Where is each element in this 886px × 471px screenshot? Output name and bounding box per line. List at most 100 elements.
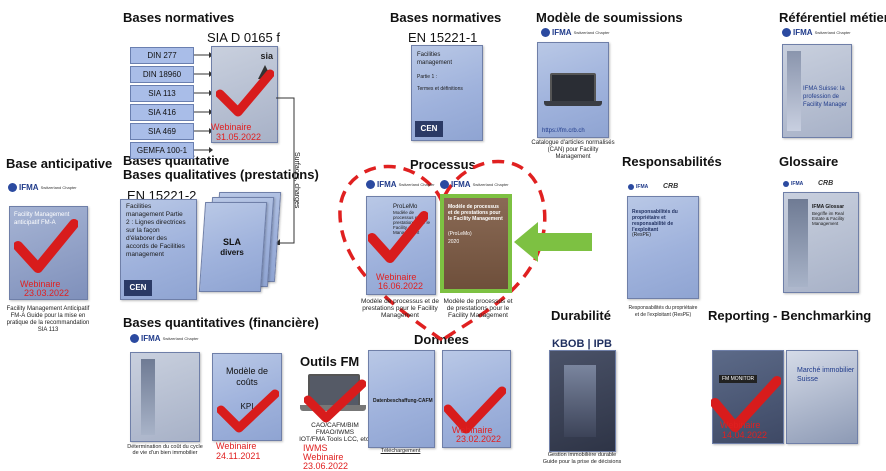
en15221-1-line3: Partie 1 :: [417, 74, 438, 80]
sla-page-front: [198, 202, 268, 292]
responsabilites-caption: Responsabilités du propriétaire et de l'…: [628, 305, 698, 318]
soumissions-caption: Catalogue d'articles normalisés (CAN) po…: [531, 140, 615, 160]
referentiel-document[interactable]: IFMA Suisse: la profession de Facility M…: [782, 44, 852, 138]
kpi-label: KPI: [240, 402, 254, 411]
ifma-logo-icon: [366, 180, 375, 189]
header-bases-quantitatives: Bases quantitatives (financière): [123, 315, 319, 330]
marche-immobilier-document[interactable]: Marché immobilier Suisse: [786, 350, 858, 444]
header-bases-normatives-mid: Bases normatives: [390, 10, 502, 25]
ifma-logo: IFMA: [628, 184, 648, 190]
ifma-logo-icon: [783, 181, 789, 187]
checkmark-icon: [711, 376, 781, 432]
quantitatives-webinaire-date: 24.11.2021: [216, 451, 261, 461]
en15221-1-line2: management: [417, 60, 453, 66]
prolemo-document-2[interactable]: Modèle de processus et de prestations po…: [444, 198, 508, 289]
en15221-1-line4: Termes et définitions: [417, 86, 463, 92]
referentiel-line3: Facility Manager: [803, 102, 848, 108]
reporting-webinaire-date: 14.04.2022: [722, 430, 768, 440]
checkmark-icon: [14, 219, 78, 273]
sia-webinaire: Webinaire: [211, 122, 252, 132]
marche-line1: Marché immobilier: [797, 367, 855, 374]
durabilite-caption-2: Guide pour la prise de décisions: [542, 459, 622, 465]
prolemo-doc2-year: 2020: [448, 239, 460, 245]
building-image: [787, 51, 801, 131]
header-processus: Processus: [410, 157, 476, 172]
donnees-webinaire-date: 23.02.2022: [456, 434, 502, 444]
checkmark-icon: [444, 386, 506, 434]
donnees-doc-title: Datenbeschaffung-CAFM: [373, 398, 433, 404]
header-responsabilites: Responsabilités: [622, 154, 722, 169]
anticipative-webinaire-date: 23.03.2022: [24, 288, 70, 298]
norms-connector-arrows: [194, 52, 213, 153]
fm-monitor-document[interactable]: FM MONITOR: [712, 350, 784, 444]
ifma-logo-icon: [628, 184, 634, 190]
sla-label: SLA: [223, 237, 241, 247]
cen-logo: CEN: [124, 280, 152, 296]
durabilite-caption-1: Gestion immobilière durable: [547, 452, 617, 458]
processus-webinaire-date: 16.06.2022: [378, 281, 424, 291]
ifma-logo-icon: [782, 28, 791, 37]
outils-caption-l2: FMAO/IWMS: [315, 429, 355, 436]
green-arrow-icon: [514, 222, 592, 262]
en15221-1-title: EN 15221-1: [408, 30, 478, 45]
crb-logo: CRB: [663, 183, 679, 190]
header-bases-qualitatives-prestations: Bases qualitatives (prestations): [123, 167, 319, 182]
soumissions-url[interactable]: https://fm.crb.ch: [542, 128, 585, 134]
header-durabilite: Durabilité: [551, 308, 611, 323]
anticipative-doc-title2: anticipatif FM-A: [14, 220, 56, 226]
glossaire-document[interactable]: IFMA Glossar Begriffe im Real Estate & F…: [783, 192, 859, 293]
referentiel-line1: IFMA Suisse: la: [803, 86, 845, 92]
en15221-1-document[interactable]: Facilities management Partie 1 : Termes …: [411, 45, 483, 141]
sia-webinaire-date: 31.05.2022: [216, 132, 262, 142]
checkmark-icon: [368, 211, 428, 263]
heart-outline: [338, 159, 547, 343]
soumissions-document[interactable]: https://fm.crb.ch: [537, 42, 609, 138]
cout-cycle-document[interactable]: [130, 352, 200, 442]
responsabilites-doc-title: Responsabilités du propriétaire et respo…: [632, 209, 678, 233]
glossaire-doc-title: IFMA Glossar: [812, 204, 845, 210]
en15221-2-document[interactable]: Facilities management Partie 2 : Lignes …: [120, 199, 197, 300]
marche-line2: Suisse: [797, 376, 819, 383]
laptop-base: [544, 101, 602, 106]
checkmark-icon: [217, 389, 279, 433]
laptop-icon: [550, 73, 596, 103]
outils-iwms: IWMS: [303, 443, 328, 453]
responsabilites-doc-sub: (ResPE): [632, 232, 651, 238]
durabilite-document[interactable]: [549, 350, 616, 452]
modele-couts-line2: coûts: [236, 377, 258, 387]
arrow-label-surfaces: Surfaces, charges: [293, 152, 300, 209]
prolemo-doc2-title: Modèle de processus et de prestations po…: [448, 204, 503, 222]
anticipative-caption: Facility Management Anticipatif FM-A Gui…: [6, 306, 90, 333]
header-base-anticipative: Base anticipative: [6, 156, 113, 171]
sla-sub-label: divers: [220, 248, 244, 257]
en15221-1-line1: Facilities: [417, 52, 441, 58]
responsabilites-document[interactable]: Responsabilités du propriétaire et respo…: [627, 196, 699, 299]
referentiel-line2: profession de: [803, 94, 840, 100]
norm-item: DIN 277: [130, 47, 194, 64]
donnees-webinaire: Webinaire: [452, 425, 493, 435]
ifma-logo-icon: [541, 28, 550, 37]
building-image: [788, 199, 808, 287]
header-referentiel-metier: Référentiel métier: [779, 10, 886, 25]
en15221-2-text: Facilities management Partie 2 : Lignes …: [126, 203, 186, 258]
sia-to-sla-connector: [276, 97, 295, 245]
datenbeschaffung-document[interactable]: Datenbeschaffung-CAFM: [368, 350, 435, 448]
reporting-webinaire: Webinaire: [720, 420, 761, 430]
crb-logo: CRB: [818, 180, 834, 187]
ifma-logo-icon: [130, 334, 139, 343]
norm-item: SIA 113: [130, 85, 194, 102]
anticipative-doc-title1: Facility Management: [14, 212, 70, 218]
building-image: [564, 365, 596, 437]
header-reporting: Reporting - Benchmarking: [708, 308, 872, 323]
processus-webinaire: Webinaire: [376, 272, 417, 282]
cen-logo: CEN: [415, 121, 443, 137]
donnees-download-link[interactable]: Téléchargement: [380, 448, 421, 454]
quantitatives-caption: Détermination du coût du cycle de vie d'…: [127, 444, 203, 456]
norm-item: SIA 469: [130, 123, 194, 140]
